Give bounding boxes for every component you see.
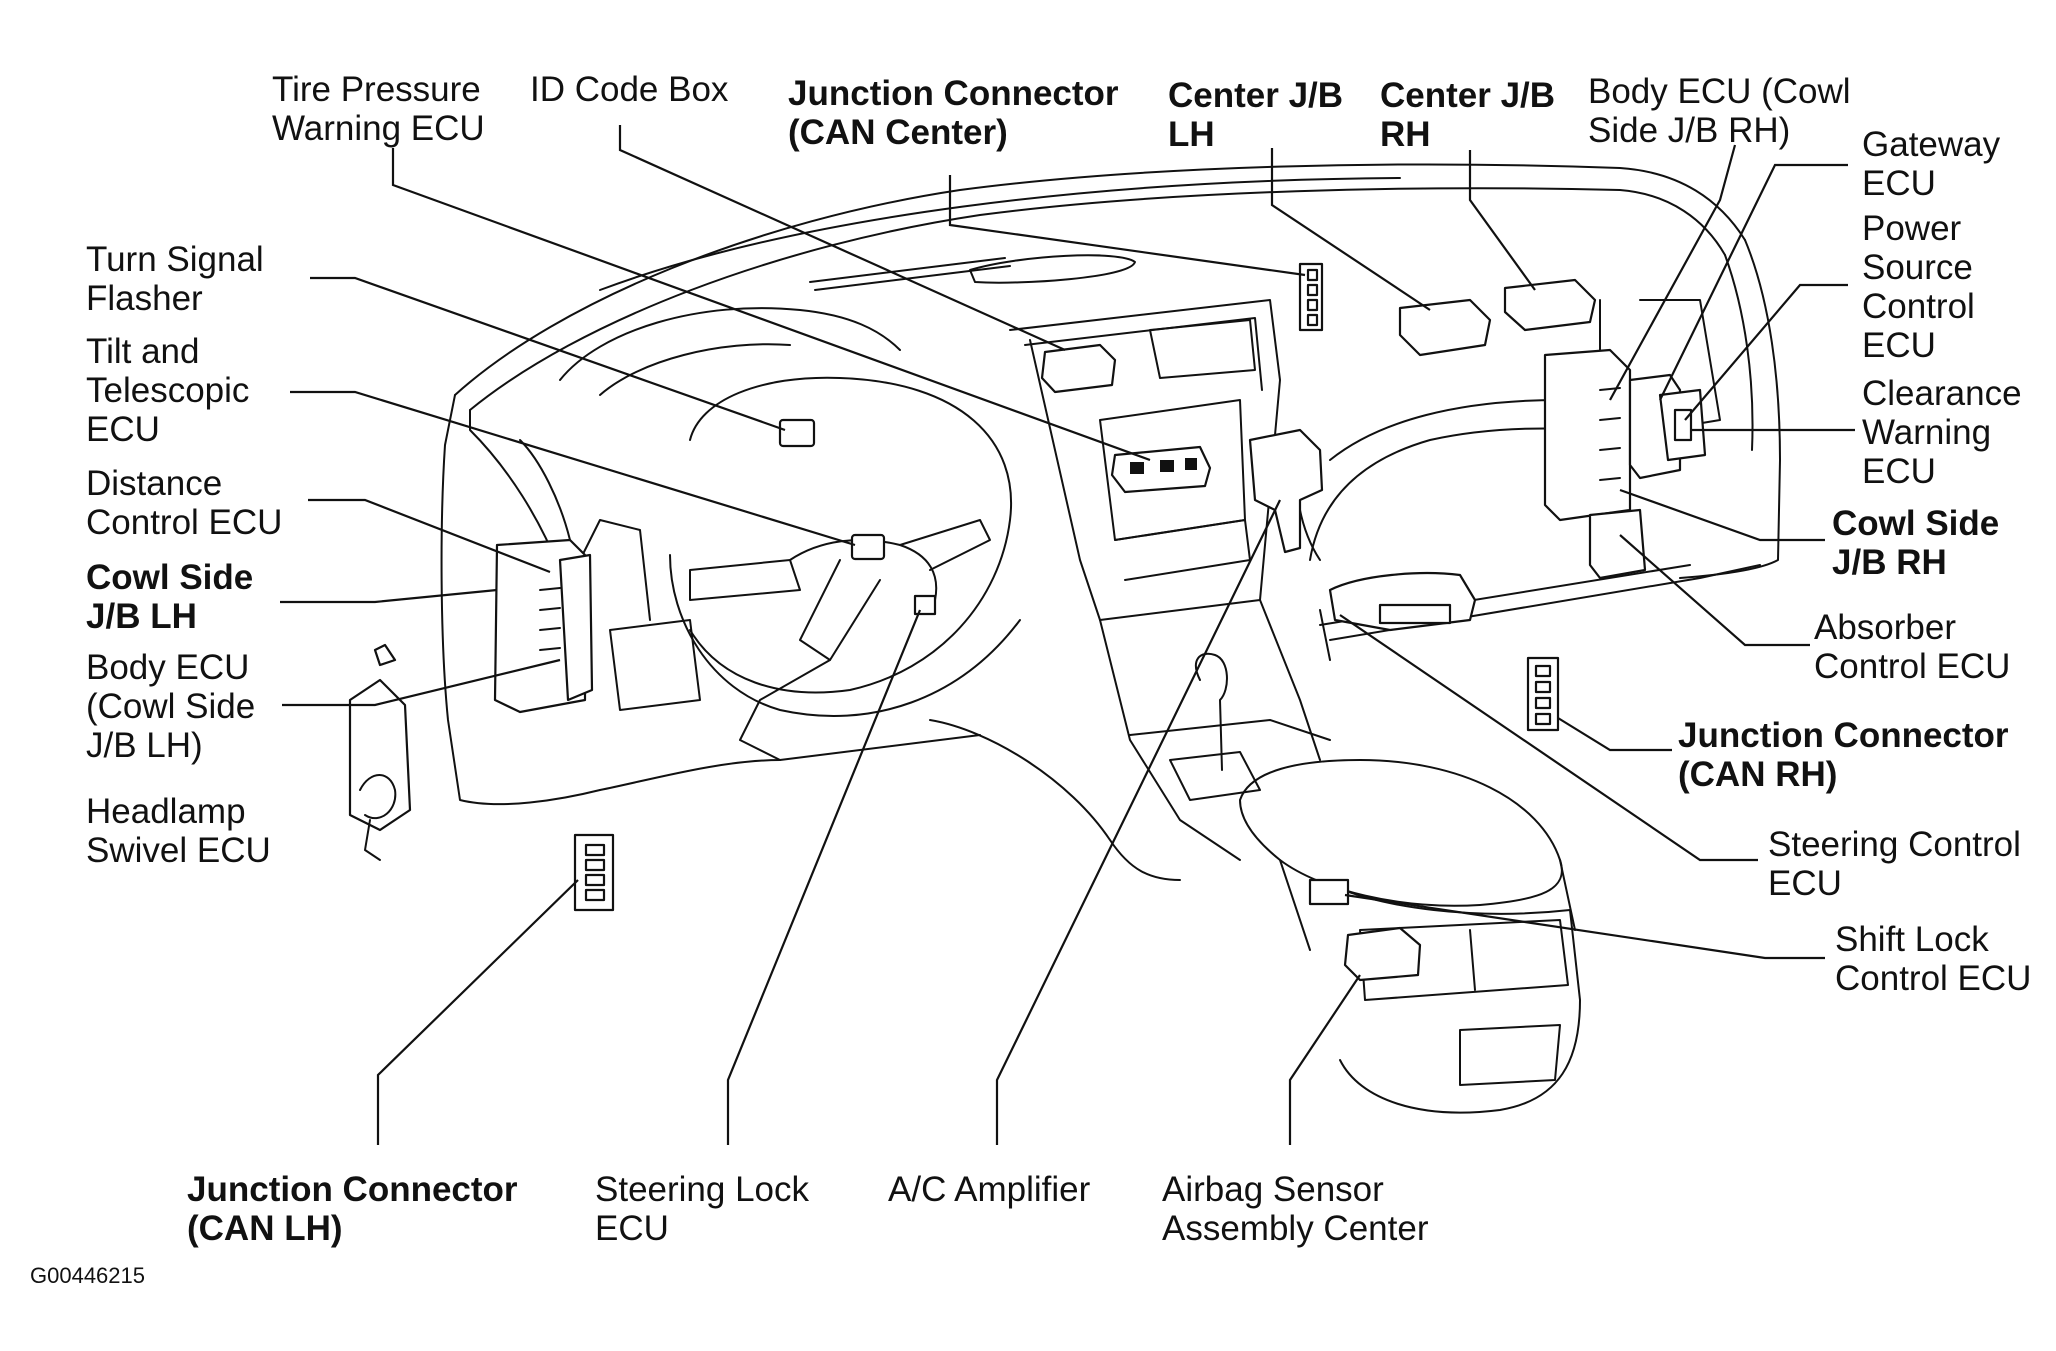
- figure-id: G00446215: [30, 1263, 145, 1288]
- leader-cowl-side-rh: [1619, 488, 1825, 542]
- tilt-telescopic-part: [850, 533, 886, 561]
- leader-cowl-side-lh: [280, 588, 498, 604]
- ac-amplifier-part: [1248, 428, 1324, 554]
- center-jb-rh-part: [1503, 278, 1597, 332]
- leader-gateway: [1659, 163, 1848, 401]
- leader-ac-amplifier: [995, 499, 1281, 1145]
- leader-center-jb-lh: [1270, 148, 1431, 311]
- leader-shift-lock: [1344, 893, 1825, 960]
- leader-center-jb-rh: [1468, 150, 1536, 291]
- label-turn-signal-flasher: Turn Signal Flasher: [86, 240, 264, 318]
- label-shift-lock-control-ecu: Shift Lock Control ECU: [1835, 920, 2032, 998]
- id-code-box-part: [1040, 343, 1117, 394]
- leader-lines: [280, 125, 1855, 1145]
- steering-lock-part: [913, 594, 937, 616]
- leader-tilt-telescopic: [290, 390, 856, 547]
- steering-control-part: [1328, 572, 1477, 632]
- label-tilt-telescopic-ecu: Tilt and Telescopic ECU: [86, 332, 250, 449]
- leader-body-ecu-lh: [282, 658, 561, 707]
- leader-steering-control: [1339, 614, 1758, 862]
- label-gateway-ecu: Gateway ECU: [1862, 125, 2001, 203]
- label-center-jb-rh: Center J/B RH: [1380, 76, 1556, 154]
- headlamp-swivel-part: [348, 643, 412, 861]
- label-clearance-warning-ecu: Clearance Warning ECU: [1862, 374, 2022, 491]
- label-cowl-side-jb-rh: Cowl Side J/B RH: [1832, 504, 2000, 582]
- leader-power-source: [1684, 283, 1848, 421]
- leader-turn-signal: [310, 276, 786, 432]
- leader-jc-can-rh: [1557, 717, 1672, 752]
- jc-can-center-part: [1298, 262, 1324, 332]
- label-distance-control-ecu: Distance Control ECU: [86, 464, 283, 542]
- leader-jc-can-lh: [376, 879, 579, 1145]
- leader-tire-pressure: [391, 148, 1151, 462]
- cowl-side-jb-lh-part: [493, 538, 594, 714]
- label-body-ecu-cowl-side-rh: Body ECU (Cowl Side J/B RH): [1588, 72, 1851, 150]
- leader-absorber: [1619, 534, 1810, 647]
- label-body-ecu-cowl-side-lh: Body ECU (Cowl Side J/B LH): [86, 648, 256, 765]
- center-jb-lh-part: [1398, 298, 1492, 357]
- label-power-source-control-ecu: Power Source Control ECU: [1862, 209, 1975, 365]
- label-steering-lock-ecu: Steering Lock ECU: [595, 1170, 810, 1248]
- label-tire-pressure-warning-ecu: Tire Pressure Warning ECU: [272, 70, 485, 148]
- label-airbag-sensor-assembly-center: Airbag Sensor Assembly Center: [1162, 1170, 1429, 1248]
- jc-can-rh-part: [1526, 656, 1560, 732]
- label-headlamp-swivel-ecu: Headlamp Swivel ECU: [86, 792, 271, 870]
- shift-lock-part: [1308, 878, 1350, 906]
- label-id-code-box: ID Code Box: [530, 70, 729, 109]
- leader-id-code-box: [618, 125, 1066, 352]
- label-cowl-side-jb-lh: Cowl Side J/B LH: [86, 558, 254, 636]
- label-absorber-control-ecu: Absorber Control ECU: [1814, 608, 2011, 686]
- label-jc-can-rh: Junction Connector (CAN RH): [1678, 716, 2009, 794]
- leader-jc-can-center: [948, 175, 1306, 277]
- leader-body-ecu-rh: [1609, 144, 1737, 401]
- gateway-ecu-part: [1628, 373, 1707, 480]
- jc-can-lh-part: [573, 833, 615, 912]
- turn-signal-part: [778, 418, 816, 448]
- label-jc-can-lh: Junction Connector (CAN LH): [187, 1170, 518, 1248]
- leader-steering-lock: [726, 609, 922, 1145]
- label-ac-amplifier: A/C Amplifier: [888, 1170, 1091, 1209]
- label-center-jb-lh: Center J/B LH: [1168, 76, 1344, 154]
- leader-distance-control: [308, 498, 551, 574]
- components: [348, 262, 1707, 982]
- airbag-sensor-part: [1343, 926, 1422, 982]
- tire-pressure-part: [1110, 445, 1212, 494]
- label-steering-control-ecu: Steering Control ECU: [1768, 825, 2021, 903]
- label-jc-can-center: Junction Connector (CAN Center): [788, 74, 1119, 152]
- cowl-side-jb-rh-part: [1543, 348, 1647, 580]
- leader-airbag-sensor: [1288, 974, 1361, 1145]
